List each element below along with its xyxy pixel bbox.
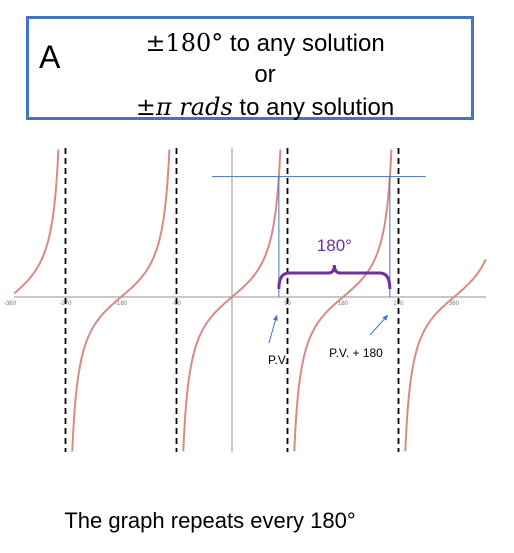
tan-curves [13,149,487,452]
hint-line-or: or [254,61,276,88]
x-tick-label: 180 [338,301,349,307]
x-tick-label: -360 [4,301,17,307]
period-brace [277,264,392,290]
period-label: 180° [317,236,352,255]
caption: The graph repeats every 180° [64,508,356,533]
annotations: 180° P.V. P.V. + 180 [212,176,426,367]
annotation-label: P.V. + 180 [329,346,383,360]
tan-branch [13,149,60,295]
tan-branch [182,149,282,452]
box-letter: A [39,39,61,75]
annotation-label: P.V. [268,353,288,367]
asymptotes [64,148,400,452]
annotation-arrowhead [382,315,388,321]
hint-line-radians-text: to any solution [232,94,395,121]
x-tick-label: -180 [115,301,128,307]
annotation-arrowhead [272,315,278,321]
hint-line-radians: ±π rads to any solution [69,93,461,122]
plus-minus-pi-symbol: ±π rads [135,93,233,121]
tan-branch [71,149,171,452]
tan-branch [404,258,487,452]
plus-minus-180-symbol: ±180° [145,29,224,57]
hint-line-degrees: ±180° to any solution [69,29,461,58]
hint-box: A ±180° to any solution or ±π rads to an… [26,16,474,122]
tan-branch [293,149,393,452]
hint-line-degrees-text: to any solution [223,30,385,57]
x-tick-label: 360 [449,301,460,307]
axes [14,148,486,452]
